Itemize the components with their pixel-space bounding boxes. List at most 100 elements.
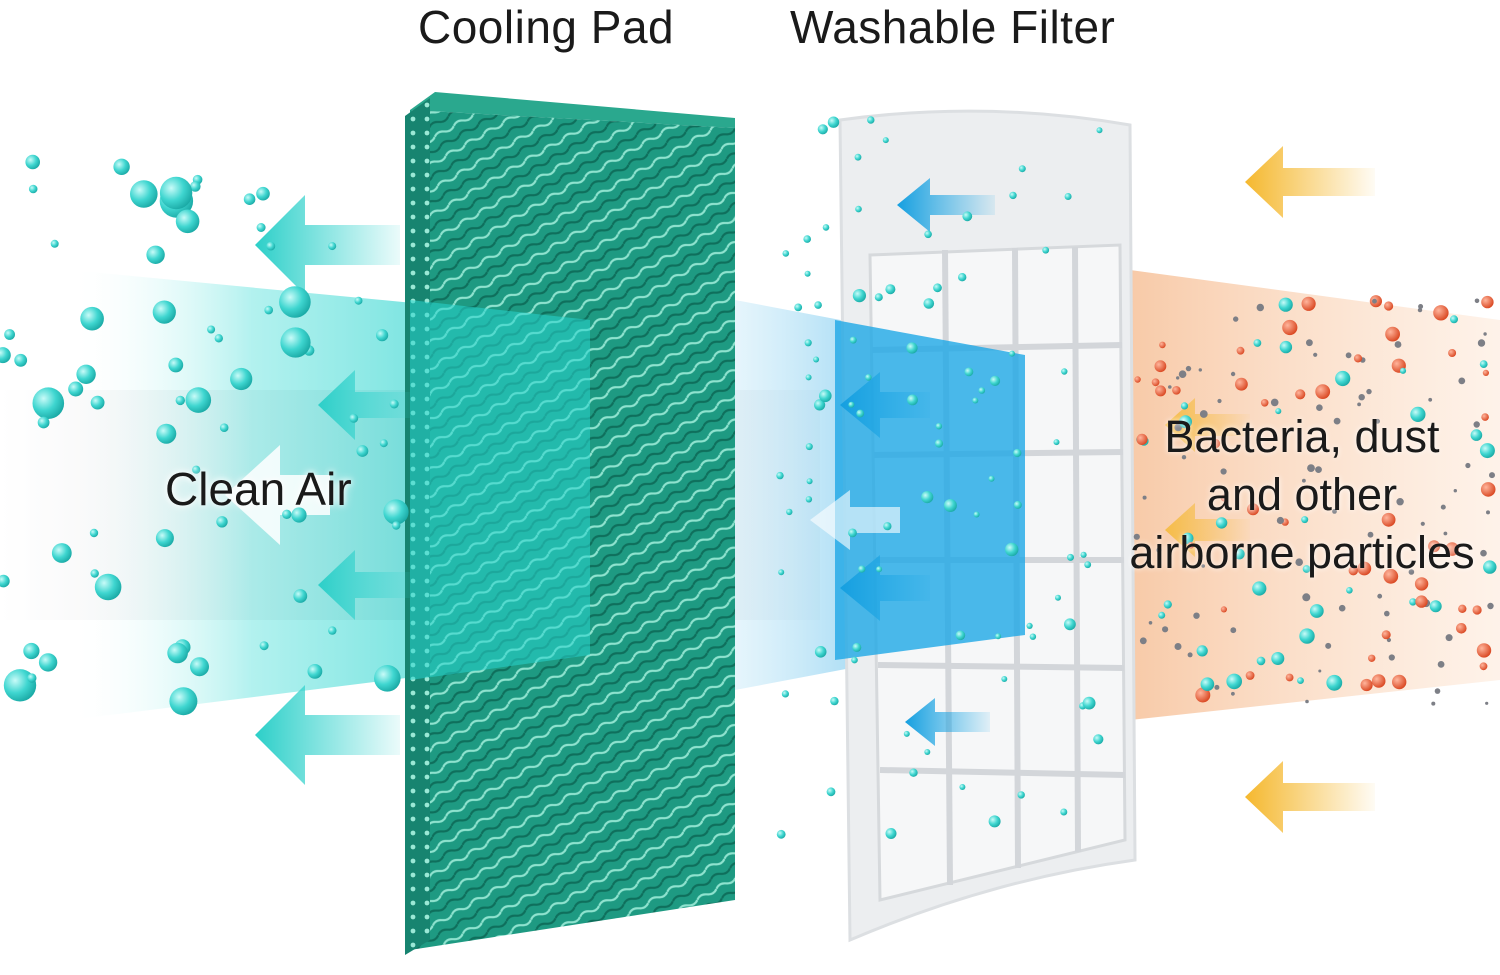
particle-icon <box>1174 423 1182 432</box>
bubble-icon <box>266 241 276 251</box>
particle-icon <box>1253 339 1262 347</box>
bubble-icon <box>216 516 228 528</box>
particle-icon <box>1479 360 1488 368</box>
bubble-icon <box>978 387 986 394</box>
left-arrow-icon <box>225 445 330 545</box>
particle-icon <box>1302 593 1311 602</box>
particle-icon <box>1233 316 1239 322</box>
bubble-icon <box>804 339 812 347</box>
left-arrow-icon <box>905 698 990 746</box>
particle-icon <box>1367 531 1374 538</box>
particle-icon <box>1448 349 1457 357</box>
particle-icon <box>1220 468 1227 475</box>
bubble-icon <box>50 239 59 248</box>
bubble-icon <box>1001 676 1008 682</box>
particle-icon <box>1470 429 1483 441</box>
particle-icon <box>1318 669 1322 673</box>
bubble-icon <box>934 439 944 448</box>
particle-icon <box>1210 438 1221 449</box>
left-arrow-icon <box>897 178 995 232</box>
particle-icon <box>1247 503 1259 516</box>
particle-icon <box>1473 421 1480 428</box>
particle-icon <box>1182 532 1194 544</box>
bubble-icon <box>376 329 389 342</box>
particle-icon <box>1326 674 1343 691</box>
particle-icon <box>1196 645 1208 657</box>
bubble-icon <box>814 646 827 658</box>
bubble-icon <box>256 223 266 232</box>
bubble-icon <box>814 399 826 411</box>
particles-label-line1: Bacteria, dust <box>1164 411 1440 462</box>
particle-icon <box>1335 370 1351 387</box>
left-arrow-icon <box>255 195 400 295</box>
bubble-icon <box>848 401 855 408</box>
particle-icon <box>1271 652 1285 665</box>
bubble-icon <box>38 653 58 672</box>
bubble-icon <box>4 329 15 340</box>
particle-icon <box>1384 301 1394 311</box>
particle-icon <box>1299 628 1315 644</box>
bubble-icon <box>68 381 84 397</box>
bubble-icon <box>883 522 892 531</box>
bubble-icon <box>776 471 784 480</box>
bubble-icon <box>130 180 158 208</box>
bubble-icon <box>379 439 388 448</box>
particle-icon <box>1489 472 1495 479</box>
bubble-icon <box>805 374 812 381</box>
particle-icon <box>1428 540 1441 553</box>
bubble-icon <box>885 284 896 295</box>
bubble-icon <box>354 296 363 305</box>
bubble-icon <box>27 673 37 683</box>
particle-icon <box>1366 388 1372 395</box>
bubble-icon <box>152 300 176 324</box>
bubble-icon <box>858 565 866 573</box>
bubble-icon <box>243 193 256 205</box>
left-arrow-icon <box>1245 761 1375 833</box>
particle-icon <box>1381 630 1391 640</box>
bubble-icon <box>1060 808 1068 816</box>
particle-icon <box>1358 394 1365 401</box>
particle-icon <box>1420 521 1425 526</box>
particle-icon <box>1179 415 1192 429</box>
particle-icon <box>1332 509 1337 514</box>
particle-icon <box>1256 303 1265 312</box>
bubble-icon <box>76 364 96 384</box>
bubble-icon <box>293 589 308 603</box>
bubble-icon <box>280 327 311 358</box>
bubble-icon <box>1082 696 1096 710</box>
particle-icon <box>1154 360 1167 373</box>
water-bubbles <box>0 116 1104 839</box>
bubble-icon <box>827 116 840 128</box>
bubble-icon <box>1055 594 1061 601</box>
particle-icon <box>1220 606 1227 613</box>
bubble-icon <box>852 642 862 652</box>
particle-icon <box>1453 489 1458 493</box>
particle-icon <box>1458 604 1467 613</box>
bubble-icon <box>25 154 40 170</box>
particle-icon <box>1375 418 1380 424</box>
bubble-icon <box>89 528 99 538</box>
bubble-icon <box>1005 542 1019 557</box>
bubble-icon <box>219 423 229 433</box>
particle-icon <box>1348 566 1359 576</box>
bubble-icon <box>32 387 65 420</box>
particle-icon <box>1325 642 1332 649</box>
particle-icon <box>1309 604 1324 618</box>
particles-label: Bacteria, dust and other airborne partic… <box>1104 408 1500 582</box>
bubble-icon <box>146 245 165 264</box>
left-arrow-icon <box>318 550 410 620</box>
bubble-icon <box>805 443 813 451</box>
left-arrow-icon <box>1245 146 1375 218</box>
bubble-icon <box>973 511 980 518</box>
particle-icon <box>1476 643 1492 658</box>
particle-icon <box>1301 296 1316 311</box>
bubble-icon <box>1080 551 1087 558</box>
particle-icon <box>1233 548 1245 560</box>
particle-icon <box>1270 398 1279 407</box>
bubble-icon <box>822 224 830 231</box>
particle-icon <box>1295 389 1306 400</box>
particle-icon <box>1392 674 1407 690</box>
bubble-icon <box>903 730 910 737</box>
bubble-icon <box>1009 350 1015 357</box>
particle-icon <box>1418 304 1424 309</box>
